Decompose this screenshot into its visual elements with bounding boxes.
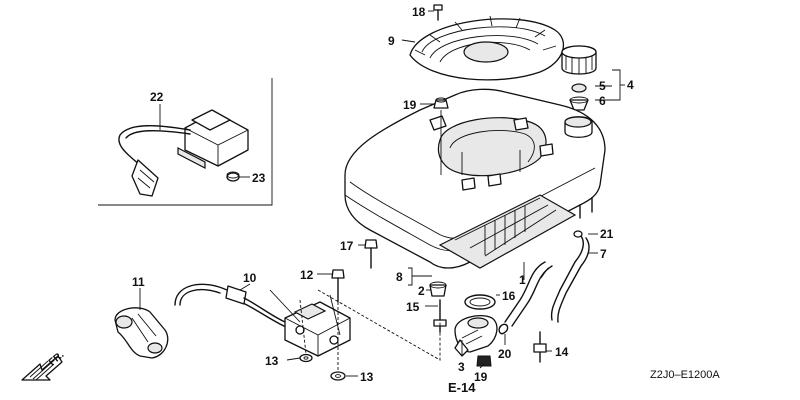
bolt-17 [364, 239, 378, 269]
label-13-right: 13 [360, 370, 374, 384]
governor-assembly [269, 289, 351, 357]
label-9: 9 [388, 34, 395, 48]
tube-1 [504, 261, 553, 327]
nut-19-top [433, 97, 449, 175]
label-4: 4 [627, 78, 634, 92]
fuel-hose [550, 230, 590, 323]
front-arrow-icon [21, 355, 63, 381]
label-19-bottom: 19 [474, 370, 488, 384]
fuel-cap [561, 45, 597, 111]
label-14: 14 [555, 345, 569, 359]
label-8: 8 [396, 270, 403, 284]
throttle-cable [174, 283, 287, 328]
leader-lines [139, 10, 625, 377]
label-13-left: 13 [265, 354, 279, 368]
label-7: 7 [600, 247, 607, 261]
label-20: 20 [498, 347, 512, 361]
label-21: 21 [600, 227, 614, 241]
seal-2 [429, 281, 447, 297]
washer-13b [330, 371, 346, 381]
ignition-coil-inset [98, 78, 273, 206]
nut-19-bottom [476, 355, 492, 367]
fuel-tank-shroud [344, 88, 606, 269]
oring-16 [464, 294, 496, 310]
label-11: 11 [132, 275, 145, 289]
label-18: 18 [412, 5, 426, 19]
label-1: 1 [519, 273, 526, 287]
recoil-cover [409, 15, 564, 81]
bolt-12 [331, 269, 345, 303]
label-6: 6 [599, 94, 606, 108]
bolt-18 [433, 4, 443, 21]
label-15: 15 [406, 300, 420, 314]
breather-tube [114, 307, 169, 359]
label-10: 10 [243, 271, 257, 285]
label-22: 22 [150, 90, 164, 104]
label-16: 16 [502, 289, 516, 303]
washer-13a [299, 353, 313, 363]
stud-14 [533, 331, 547, 363]
label-2: 2 [418, 284, 425, 298]
clip-20 [498, 323, 509, 335]
label-3: 3 [458, 360, 465, 374]
fuel-valve [454, 315, 498, 357]
diagram-code: Z2J0–E1200A [650, 369, 720, 381]
reference-label: E-14 [448, 380, 476, 395]
label-23: 23 [252, 171, 266, 185]
label-5: 5 [599, 79, 606, 93]
label-19-top: 19 [403, 98, 417, 112]
label-17: 17 [340, 239, 354, 253]
label-12: 12 [300, 268, 314, 282]
